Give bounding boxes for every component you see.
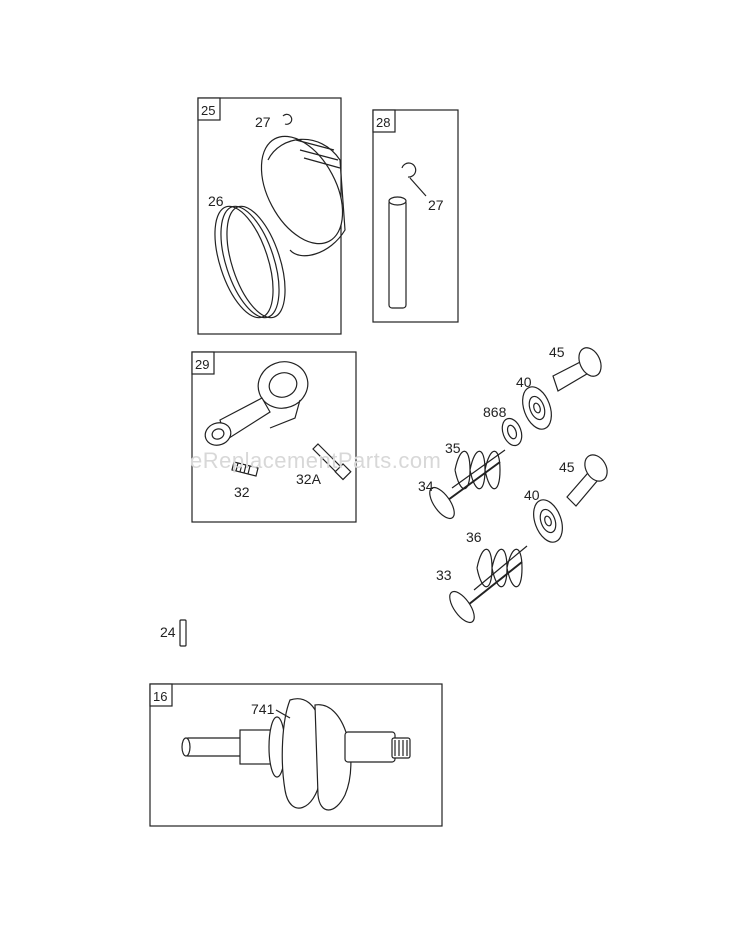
callout-40-lower: 40 xyxy=(524,487,540,503)
callout-27-pin: 27 xyxy=(428,197,444,213)
rod-bolt-32a-illustration xyxy=(312,443,352,481)
callout-24: 24 xyxy=(160,624,176,640)
valve-exhaust-illustration xyxy=(449,561,523,624)
piston-pin-clip-illustration xyxy=(282,113,293,125)
rod-bolt-32-illustration xyxy=(231,461,259,477)
piston-rings-illustration xyxy=(214,205,286,319)
callout-36: 36 xyxy=(466,529,482,545)
callout-45-lower: 45 xyxy=(559,459,575,475)
callout-32: 32 xyxy=(234,484,250,500)
valve-intake-illustration xyxy=(429,461,501,520)
group-box-28: 28 xyxy=(372,109,459,323)
valve-retainer-lower-illustration xyxy=(533,499,563,543)
group-number-25: 25 xyxy=(201,103,215,118)
connecting-rod-illustration xyxy=(204,361,309,446)
callout-27: 27 xyxy=(255,114,271,130)
valve-tappet-upper-illustration xyxy=(552,347,602,392)
group-number-16: 16 xyxy=(153,689,167,704)
leader-741 xyxy=(275,709,291,719)
callout-868: 868 xyxy=(483,404,507,420)
valve-spring-lower-illustration xyxy=(473,545,528,591)
group-number-29: 29 xyxy=(195,357,209,372)
watermark-text: eReplacementParts.com xyxy=(190,448,441,473)
callout-45-upper: 45 xyxy=(549,344,565,360)
callout-32a: 32A xyxy=(296,471,322,487)
piston-pin-illustration xyxy=(388,196,407,309)
callout-26: 26 xyxy=(208,193,224,209)
valve-tappet-lower-illustration xyxy=(566,454,608,507)
callout-33: 33 xyxy=(436,567,452,583)
group-box-29: 29 xyxy=(191,351,357,523)
valve-retainer-upper-illustration xyxy=(522,386,552,430)
callout-34: 34 xyxy=(418,478,434,494)
valve-seal-868-illustration xyxy=(501,417,523,447)
callout-35: 35 xyxy=(445,440,461,456)
retaining-clip-illustration xyxy=(401,162,427,197)
piston-illustration xyxy=(260,135,346,257)
key-24-illustration xyxy=(179,619,187,647)
crankshaft-illustration xyxy=(181,698,411,811)
callout-40-upper: 40 xyxy=(516,374,532,390)
callout-741: 741 xyxy=(251,701,275,717)
group-number-28: 28 xyxy=(376,115,390,130)
group-box-16: 16 xyxy=(149,683,443,827)
